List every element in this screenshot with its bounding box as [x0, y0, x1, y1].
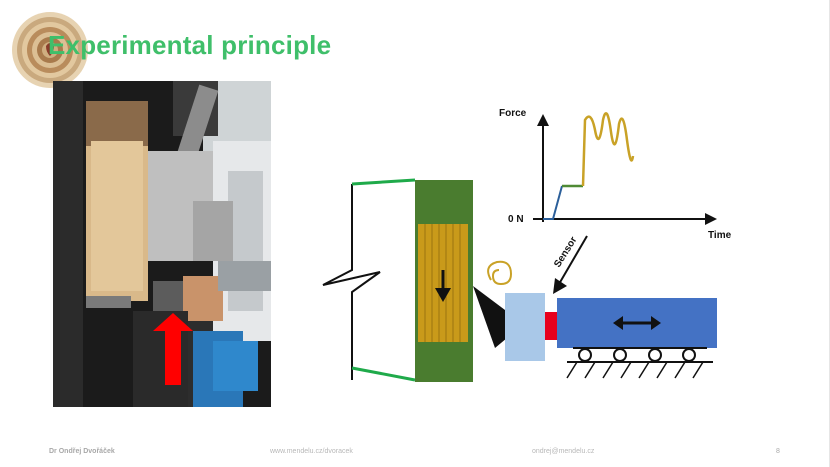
- page-number: 8: [776, 448, 780, 455]
- experiment-photo: [53, 81, 271, 407]
- zero-label: 0 N: [508, 214, 524, 225]
- footer-author: Dr Ondřej Dvořáček: [49, 448, 115, 455]
- break-line: [322, 184, 381, 380]
- y-axis-arrow-icon: [537, 114, 549, 126]
- chip-curl-icon: [487, 260, 513, 286]
- slide-title: Experimental principle: [48, 30, 332, 60]
- roller: [613, 348, 627, 362]
- down-arrow-icon: [435, 288, 451, 302]
- sensor-arrow-icon: [553, 278, 567, 294]
- cutting-tool: [473, 286, 507, 348]
- experiment-diagram: Force 0 N Time Sensor: [322, 108, 732, 382]
- sensor-red-element: [545, 312, 557, 340]
- right-arrow-icon: [651, 316, 661, 330]
- footer-email: ondrej@mendelu.cz: [532, 448, 595, 455]
- force-curve-initial: [543, 185, 563, 220]
- time-axis-label: Time: [708, 230, 732, 241]
- force-axis-label: Force: [499, 108, 527, 119]
- footer-website: www.mendelu.cz/dvoracek: [270, 448, 353, 455]
- roller: [578, 348, 592, 362]
- x-axis-arrow-icon: [705, 213, 717, 225]
- roller: [648, 348, 662, 362]
- roller: [682, 348, 696, 362]
- sensor-block: [505, 293, 545, 361]
- force-curve-oscillation: [581, 112, 635, 187]
- red-arrow-icon: [153, 313, 193, 385]
- left-arrow-icon: [613, 316, 623, 330]
- sensor-label: Sensor: [552, 235, 579, 270]
- logo-icon: [12, 12, 88, 88]
